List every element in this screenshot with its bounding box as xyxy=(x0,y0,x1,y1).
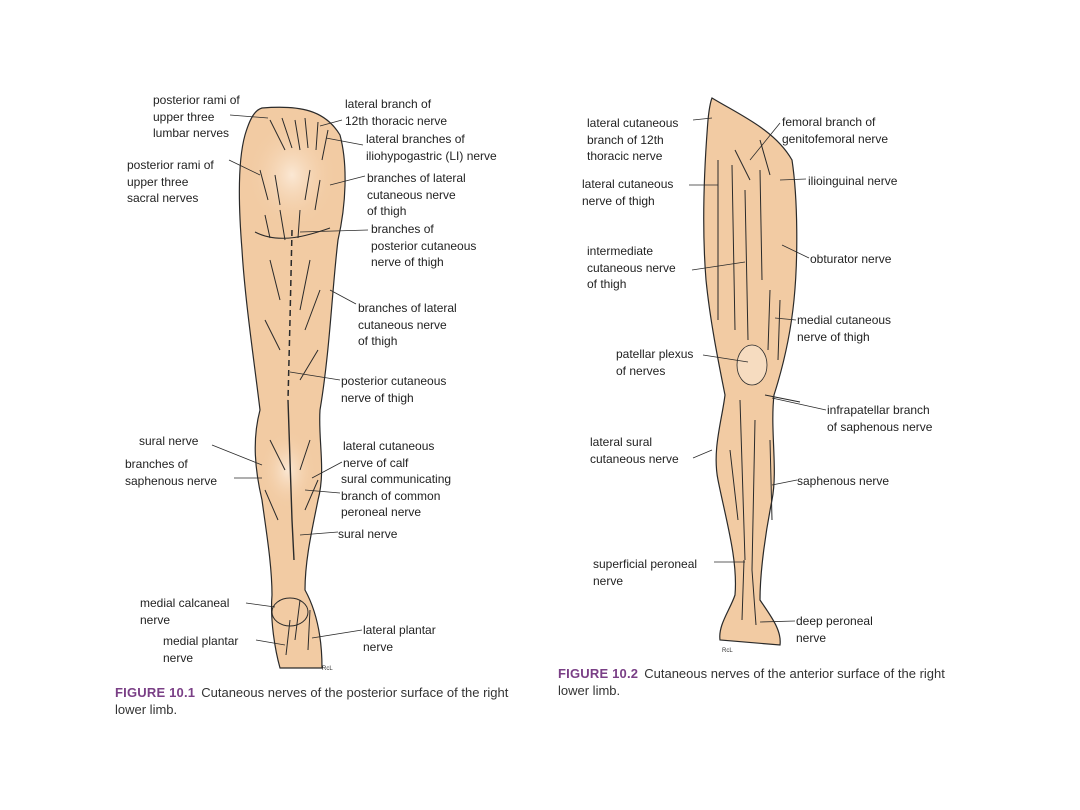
label-branches-posterior-cutaneous: branches of posterior cutaneous nerve of… xyxy=(371,222,477,269)
label-lateral-cutaneous-thigh: lateral cutaneous nerve of thigh xyxy=(582,177,674,208)
label-lateral-branch-12th-thoracic: lateral branch of 12th thoracic nerve xyxy=(345,97,448,128)
label-medial-calcaneal: medial calcaneal nerve xyxy=(140,596,230,627)
label-infrapatellar-branch: infrapatellar branch of saphenous nerve xyxy=(827,403,933,434)
label-femoral-branch-genitofemoral: femoral branch of genitofemoral nerve xyxy=(782,115,889,146)
posterior-limb xyxy=(238,106,346,669)
leader-lines xyxy=(211,114,827,646)
label-branches-lateral-cutaneous-lower: branches of lateral cutaneous nerve of t… xyxy=(358,301,457,348)
label-intermediate-cutaneous: intermediate cutaneous nerve of thigh xyxy=(587,244,676,291)
figure-10-2-text: Cutaneous nerves of the anterior surface… xyxy=(558,666,945,698)
label-sural-communicating: sural communicating branch of common per… xyxy=(341,472,452,519)
label-branches-lateral-cutaneous-upper: branches of lateral cutaneous nerve of t… xyxy=(367,171,466,218)
label-ilioinguinal: ilioinguinal nerve xyxy=(808,174,898,188)
label-lateral-cutaneous-12th: lateral cutaneous branch of 12th thoraci… xyxy=(587,116,679,163)
figure-10-1-text: Cutaneous nerves of the posterior surfac… xyxy=(115,685,509,717)
posterior-limb-outline xyxy=(238,106,346,669)
label-lateral-cutaneous-calf: lateral cutaneous nerve of calf xyxy=(343,439,435,470)
anterior-limb xyxy=(703,97,801,646)
label-saphenous: saphenous nerve xyxy=(797,474,890,488)
figure-10-2-label: FIGURE 10.2 xyxy=(558,666,639,681)
label-deep-peroneal: deep peroneal nerve xyxy=(796,614,873,645)
label-posterior-rami-sacral: posterior rami of upper three sacral ner… xyxy=(127,158,214,205)
label-posterior-cutaneous-thigh: posterior cutaneous nerve of thigh xyxy=(341,374,447,405)
posterior-cutaneous-nerve-path xyxy=(287,229,293,401)
label-patellar-plexus: patellar plexus of nerves xyxy=(616,347,694,378)
label-branches-saphenous: branches of saphenous nerve xyxy=(125,457,218,488)
label-posterior-rami-lumbar: posterior rami of upper three lumbar ner… xyxy=(153,93,240,140)
label-medial-plantar: medial plantar nerve xyxy=(163,634,239,665)
anterior-artist-mark: RcL xyxy=(722,648,733,654)
label-lateral-sural-cutaneous: lateral sural cutaneous nerve xyxy=(590,435,679,466)
label-lateral-branches-iliohypogastric: lateral branches of iliohypogastric (LI)… xyxy=(366,132,497,163)
label-sural-nerve-lower: sural nerve xyxy=(338,527,398,541)
figure-10-1-label: FIGURE 10.1 xyxy=(115,685,196,700)
label-superficial-peroneal: superficial peroneal nerve xyxy=(593,557,698,588)
label-sural-nerve-upper: sural nerve xyxy=(139,434,199,448)
posterior-artist-mark: RcL xyxy=(322,666,333,672)
label-obturator: obturator nerve xyxy=(810,252,892,266)
label-lateral-plantar: lateral plantar nerve xyxy=(363,623,436,654)
label-medial-cutaneous-thigh: medial cutaneous nerve of thigh xyxy=(797,313,892,344)
